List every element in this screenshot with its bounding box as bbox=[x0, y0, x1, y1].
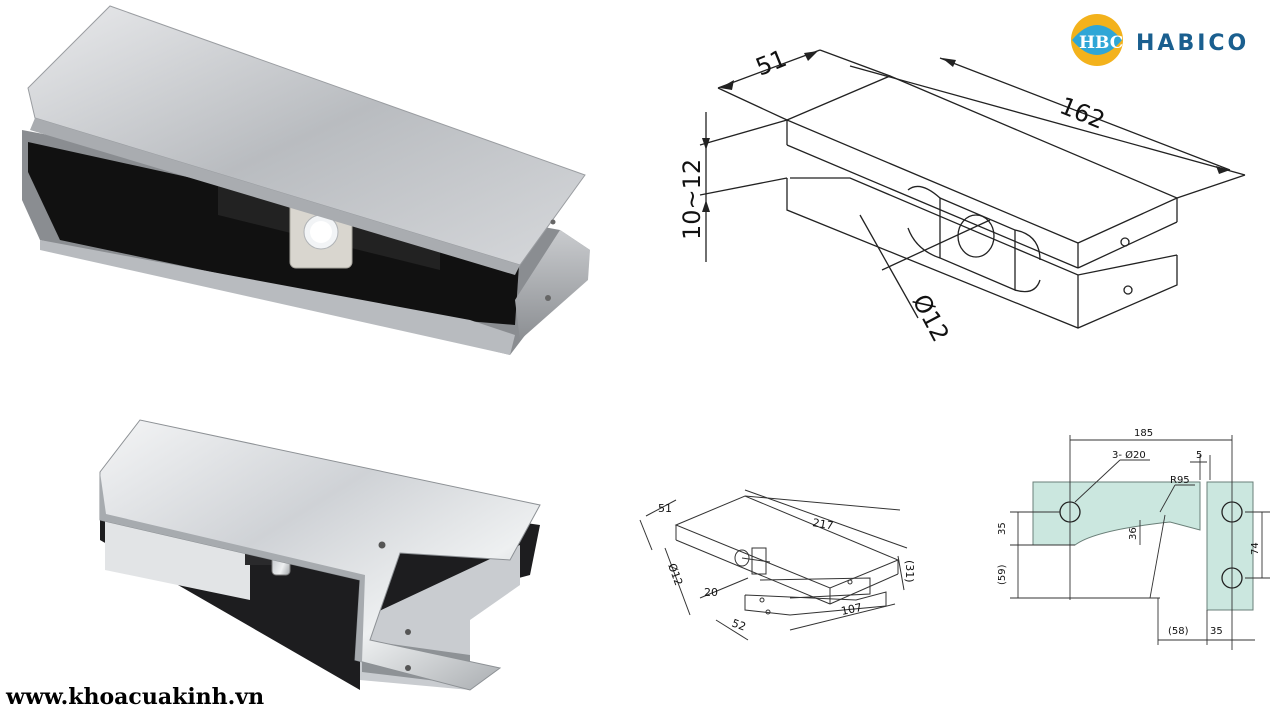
drawing2-height-label: (31) bbox=[903, 560, 916, 583]
drawing1-arrows bbox=[702, 51, 1230, 212]
drawing2-length-label: 217 bbox=[811, 516, 834, 532]
website-url: www.khoacuakinh.vn bbox=[6, 684, 265, 710]
drawing3-gap-label: 5 bbox=[1196, 450, 1202, 461]
product-photo-top-clamp bbox=[22, 5, 590, 355]
drawing3-a35-label: 35 bbox=[997, 522, 1008, 535]
technical-drawing-l-clamp bbox=[639, 489, 908, 641]
drawing3-radius-label: R95 bbox=[1170, 475, 1190, 486]
drawing3-width-label: 185 bbox=[1134, 428, 1153, 439]
logo-mark-text: HBC bbox=[1079, 33, 1123, 53]
brand-logo: HBC HABICO bbox=[1071, 14, 1249, 66]
drawing3-a58-label: (58) bbox=[1168, 626, 1189, 637]
drawing1-hole-label: Ø12 bbox=[907, 290, 955, 347]
drawing2-width-label: 51 bbox=[658, 502, 672, 515]
drawing1-width-label: 51 bbox=[752, 44, 791, 81]
drawing1-length-label: 162 bbox=[1056, 92, 1109, 135]
drawing3-a74-label: 74 bbox=[1250, 542, 1261, 555]
brand-name: HABICO bbox=[1136, 31, 1249, 56]
drawing2-hole-label: Ø12 bbox=[665, 562, 685, 588]
technical-drawing-top-clamp bbox=[699, 49, 1246, 329]
drawing3-a36-label: 36 bbox=[1128, 527, 1139, 540]
drawing3-b35-label: 35 bbox=[1210, 626, 1223, 637]
drawing1-thickness-label: 10~12 bbox=[678, 159, 706, 240]
drawing3-a59-label: (59) bbox=[997, 564, 1008, 585]
drawing2-depth-label: 52 bbox=[730, 617, 748, 634]
technical-drawing-glass-cut bbox=[1010, 435, 1270, 650]
drawing2-right-label: 107 bbox=[840, 601, 863, 618]
product-photo-l-clamp bbox=[99, 419, 541, 691]
drawing3-holes-label: 3- Ø20 bbox=[1112, 449, 1146, 461]
drawing2-offset-label: 20 bbox=[704, 586, 718, 599]
